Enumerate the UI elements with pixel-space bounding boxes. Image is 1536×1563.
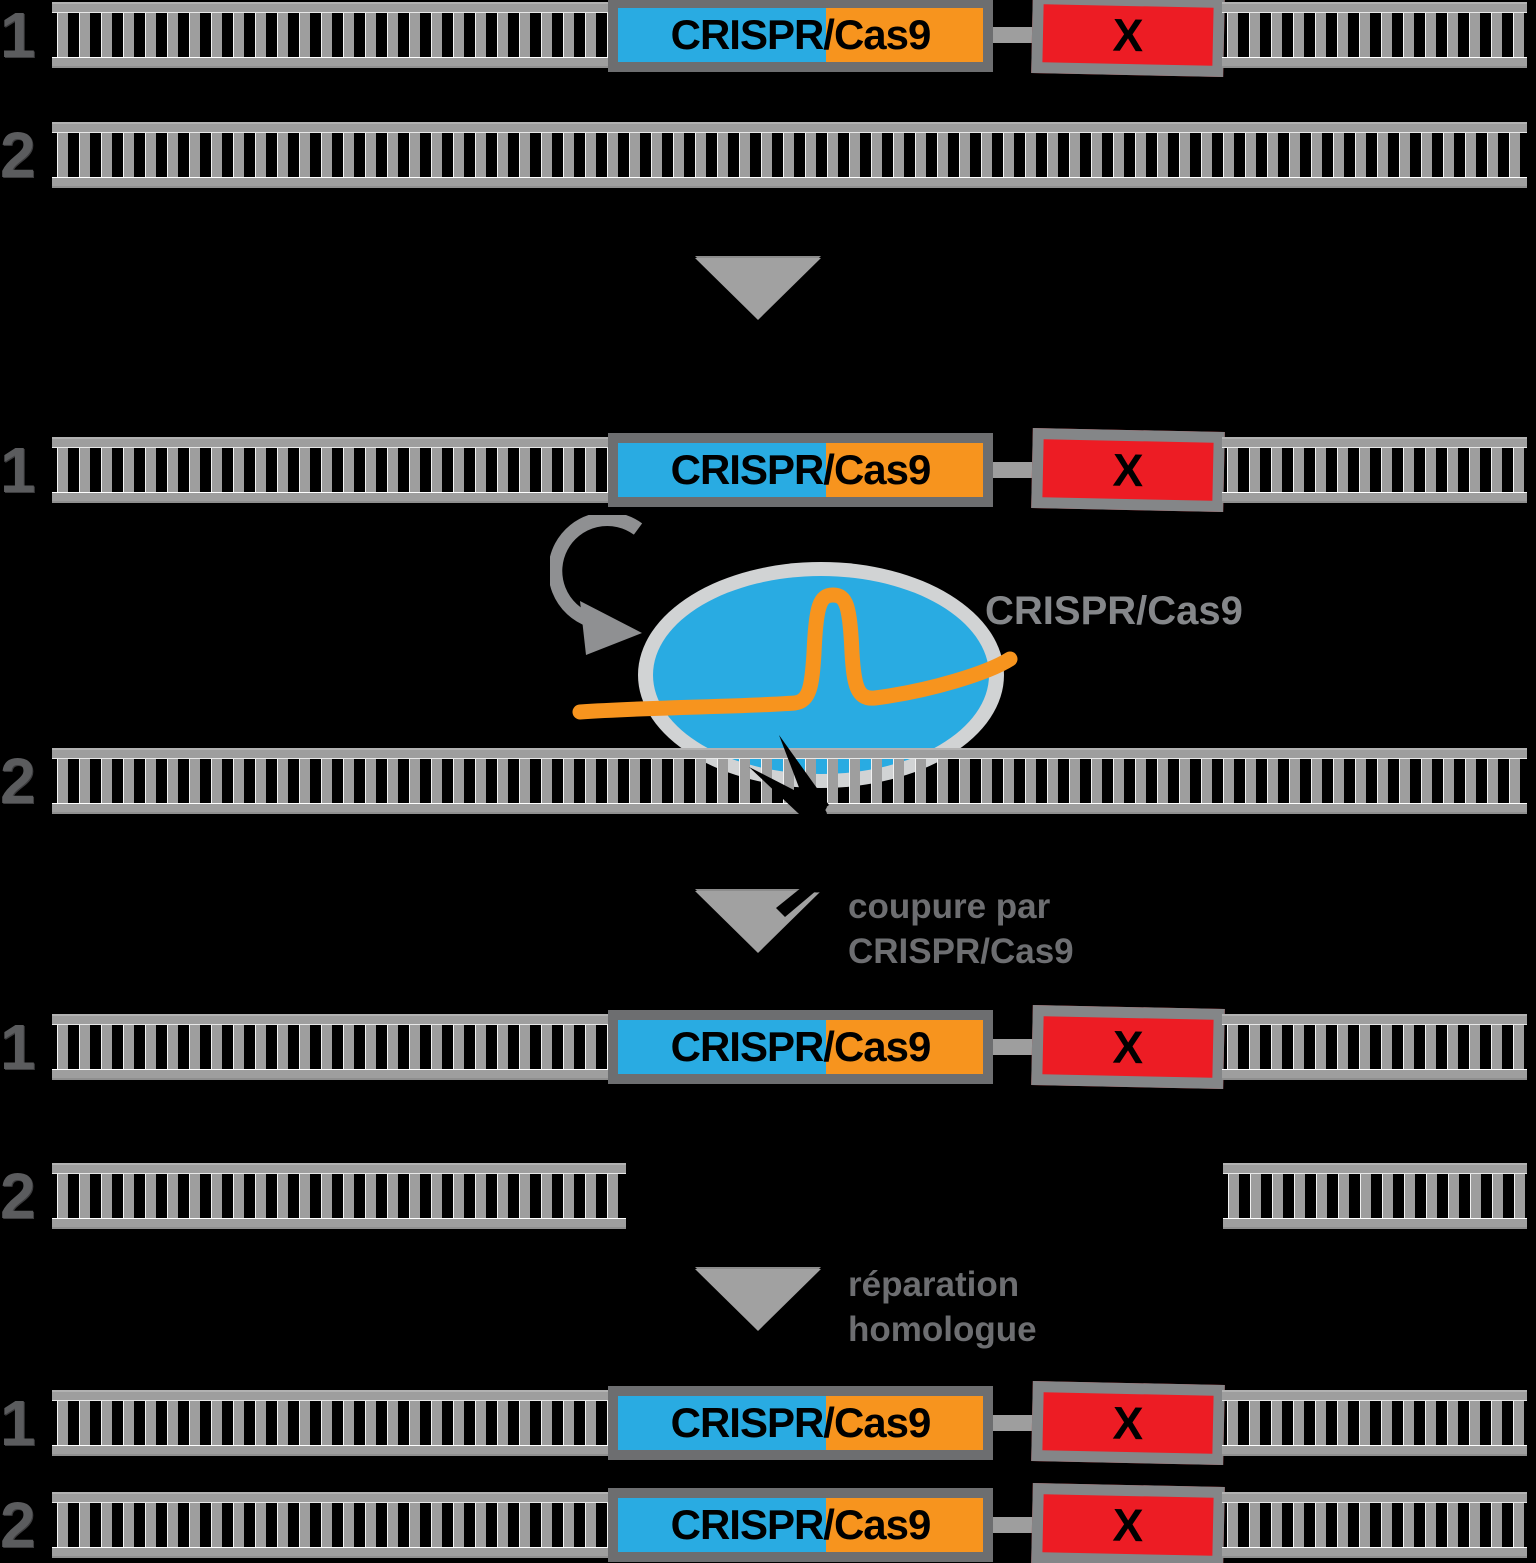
crispr-segment bbox=[618, 443, 827, 497]
cassette-label: CRISPR/Cas9 bbox=[670, 1501, 932, 1548]
chromosome1-row-step2: 1 CRISPR/Cas9 X bbox=[0, 427, 1527, 513]
cassette-label: CRISPR/Cas9 bbox=[670, 446, 932, 493]
chromosome2-row-step1: 2 bbox=[0, 119, 1527, 191]
cassette-label: CRISPR/Cas9 bbox=[670, 1399, 932, 1446]
chromosome1-number: 1 bbox=[0, 0, 36, 71]
x-cassette: X bbox=[1031, 0, 1225, 78]
x-cassette: X bbox=[1031, 1380, 1225, 1466]
x-cassette: X bbox=[1031, 1004, 1225, 1090]
crispr-segment bbox=[618, 1396, 827, 1450]
scissors-icon bbox=[749, 735, 864, 917]
crispr-cas9-cassette: CRISPR/Cas9 bbox=[608, 1010, 993, 1084]
repair-step-caption: réparation homologue bbox=[848, 1262, 1037, 1352]
curved-arrow-icon bbox=[550, 515, 643, 655]
cas9-segment bbox=[826, 1396, 983, 1450]
crispr-segment bbox=[618, 8, 827, 62]
crispr-cas9-cassette: CRISPR/Cas9 bbox=[608, 0, 993, 72]
cut-step-caption: coupure par CRISPR/Cas9 bbox=[848, 884, 1074, 974]
x-cassette: X bbox=[1031, 427, 1225, 513]
dna-ladder bbox=[52, 122, 1527, 188]
chromosome1-row-step4: 1 CRISPR/Cas9 X bbox=[0, 1380, 1527, 1466]
cut-caption-line2: CRISPR/Cas9 bbox=[848, 932, 1074, 971]
crispr-segment bbox=[618, 1498, 827, 1552]
cut-caption-line1: coupure par bbox=[848, 887, 1051, 926]
cas9-enzyme-graphic bbox=[572, 562, 1018, 788]
crispr-cas9-cassette: CRISPR/Cas9 bbox=[608, 433, 993, 507]
enzyme-label: CRISPR/Cas9 bbox=[985, 589, 1243, 633]
dna-ladder-broken-left bbox=[52, 1163, 626, 1229]
repair-caption-line1: réparation bbox=[848, 1265, 1020, 1304]
cas9-segment bbox=[826, 1498, 983, 1552]
cas9-segment bbox=[826, 443, 983, 497]
guide-rna-strand bbox=[572, 587, 1018, 720]
dna-connector bbox=[993, 1415, 1034, 1431]
chromosome2-number: 2 bbox=[0, 745, 36, 817]
chromosome1-number: 1 bbox=[0, 434, 36, 506]
crispr-cas9-cassette: CRISPR/Cas9 bbox=[608, 1386, 993, 1460]
chromosome2-number: 2 bbox=[0, 119, 36, 191]
dna-connector bbox=[993, 27, 1034, 43]
chromosome2-number: 2 bbox=[0, 1160, 36, 1232]
chromosome1-number: 1 bbox=[0, 1011, 36, 1083]
chromosome2-row-step4: 2 CRISPR/Cas9 X bbox=[0, 1482, 1527, 1563]
dna-ladder-broken-right bbox=[1223, 1163, 1527, 1229]
chromosome1-row-step3: 1 CRISPR/Cas9 X bbox=[0, 1004, 1527, 1090]
enzyme-body bbox=[653, 576, 989, 774]
dna-ladder-left bbox=[52, 1492, 612, 1558]
dna-ladder-right bbox=[1222, 1014, 1527, 1080]
dna-connector bbox=[993, 462, 1034, 478]
dna-ladder-right bbox=[1222, 437, 1527, 503]
dna-ladder-right bbox=[1222, 1390, 1527, 1456]
cassette-label: CRISPR/Cas9 bbox=[670, 11, 932, 58]
crispr-cas9-cassette: CRISPR/Cas9 bbox=[608, 1488, 993, 1562]
step-down-arrow-icon bbox=[695, 1269, 821, 1331]
crispr-segment bbox=[618, 1020, 827, 1074]
dna-ladder-right bbox=[1222, 1492, 1527, 1558]
cassette-label: CRISPR/Cas9 bbox=[670, 1023, 932, 1070]
chromosome2-number: 2 bbox=[0, 1489, 36, 1561]
dna-connector bbox=[993, 1517, 1034, 1533]
repair-caption-line2: homologue bbox=[848, 1310, 1037, 1349]
step-down-arrow-icon bbox=[695, 258, 821, 320]
cas9-segment bbox=[826, 8, 983, 62]
chromosome2-row-step3-broken: 2 bbox=[0, 1160, 1527, 1232]
chromosome1-row-step1: 1 CRISPR/Cas9 X bbox=[0, 0, 1527, 78]
dna-ladder-left bbox=[52, 1390, 612, 1456]
dna-ladder-left bbox=[52, 1014, 612, 1080]
dna-connector bbox=[993, 1039, 1034, 1055]
cas9-segment bbox=[826, 1020, 983, 1074]
dna-ladder-right bbox=[1222, 2, 1527, 68]
x-cassette: X bbox=[1031, 1482, 1225, 1563]
dna-ladder-left bbox=[52, 2, 612, 68]
chromosome1-number: 1 bbox=[0, 1387, 36, 1459]
dna-ladder-left bbox=[52, 437, 612, 503]
